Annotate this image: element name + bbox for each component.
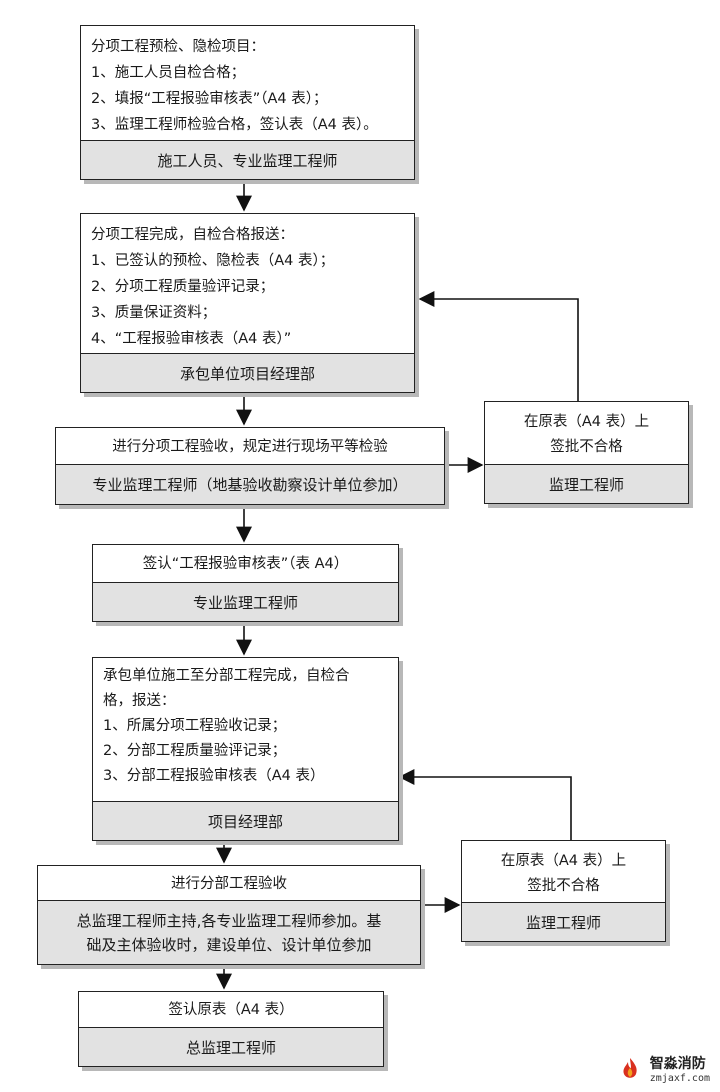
text-line: 2、分项工程质量验评记录； <box>91 279 275 295</box>
step-preinspection-box: 分项工程预检、隐检项目： 1、施工人员自检合格； 2、填报“工程报验审核表”（A… <box>80 25 415 180</box>
reject-subitem-role: 监理工程师 <box>485 464 688 503</box>
step-preinspection-text: 分项工程预检、隐检项目： 1、施工人员自检合格； 2、填报“工程报验审核表”（A… <box>81 26 414 141</box>
text-line: 分项工程预检、隐检项目： <box>91 39 265 55</box>
reject-subitem-text: 在原表（A4 表）上 签批不合格 <box>485 402 688 460</box>
reject-subitem-box: 在原表（A4 表）上 签批不合格 监理工程师 <box>484 401 689 504</box>
step-subitem-report-role: 承包单位项目经理部 <box>81 353 414 392</box>
flame-logo-icon <box>623 1057 637 1078</box>
watermark-en: zmjaxf.com <box>649 1073 710 1084</box>
text-line: 在原表（A4 表）上 <box>500 853 627 869</box>
step-subitem-acceptance-role: 专业监理工程师（地基验收勘察设计单位参加） <box>56 464 444 504</box>
watermark-text: 智淼消防 zmjaxf.com <box>650 1053 710 1084</box>
step-division-report-box: 承包单位施工至分部工程完成，自检合 格，报送： 1、所属分项工程验收记录； 2、… <box>92 657 399 841</box>
step-sign-report-text: 签认“工程报验审核表”（表 A4） <box>142 556 349 572</box>
step-subitem-acceptance-box: 进行分项工程验收，规定进行现场平等检验 专业监理工程师（地基验收勘察设计单位参加… <box>55 427 445 505</box>
reject-division-role: 监理工程师 <box>462 902 665 941</box>
text-line: 2、分部工程质量验评记录； <box>103 743 287 759</box>
text-line: 1、所属分项工程验收记录； <box>103 718 287 734</box>
step-division-report-text: 承包单位施工至分部工程完成，自检合 格，报送： 1、所属分项工程验收记录； 2、… <box>93 658 398 795</box>
watermark-cn: 智淼消防 <box>649 1056 706 1072</box>
reject-division-text: 在原表（A4 表）上 签批不合格 <box>462 841 665 899</box>
step-subitem-acceptance-text: 进行分项工程验收，规定进行现场平等检验 <box>112 439 388 455</box>
reject-division-box: 在原表（A4 表）上 签批不合格 监理工程师 <box>461 840 666 942</box>
text-line: 承包单位施工至分部工程完成，自检合 <box>103 668 350 684</box>
arrow-reject2-return-box5 <box>398 769 572 840</box>
text-line: 签批不合格 <box>550 439 623 455</box>
arrow-reject1-return-box2 <box>418 291 579 401</box>
step-division-acceptance-box: 进行分部工程验收 总监理工程师主持,各专业监理工程师参加。基 础及主体验收时，建… <box>37 865 421 965</box>
text-line: 础及主体验收时，建设单位、设计单位参加 <box>86 935 372 954</box>
step-subitem-report-box: 分项工程完成，自检合格报送： 1、已签认的预检、隐检表（A4 表）； 2、分项工… <box>80 213 415 393</box>
step-division-acceptance-role: 总监理工程师主持,各专业监理工程师参加。基 础及主体验收时，建设单位、设计单位参… <box>38 900 420 964</box>
text-line: 在原表（A4 表）上 <box>523 414 650 430</box>
step-sign-original-box: 签认原表（A4 表） 总监理工程师 <box>78 991 384 1067</box>
text-line: 3、监理工程师检验合格，签认表（A4 表）。 <box>91 117 378 133</box>
step-sign-original-role: 总监理工程师 <box>79 1027 383 1066</box>
step-subitem-report-text: 分项工程完成，自检合格报送： 1、已签认的预检、隐检表（A4 表）； 2、分项工… <box>81 214 414 360</box>
text-line: 格，报送： <box>103 693 176 709</box>
text-line: 1、施工人员自检合格； <box>91 65 246 81</box>
text-line: 3、分部工程报验审核表（A4 表） <box>103 768 325 784</box>
text-line: 总监理工程师主持,各专业监理工程师参加。基 <box>76 911 382 930</box>
text-line: 2、填报“工程报验审核表”（A4 表）； <box>91 91 328 107</box>
text-line: 3、质量保证资料； <box>91 305 217 321</box>
text-line: 1、已签认的预检、隐检表（A4 表）； <box>91 253 335 269</box>
text-line: 分项工程完成，自检合格报送： <box>91 227 294 243</box>
watermark: 智淼消防 zmjaxf.com <box>616 1053 710 1084</box>
text-line: 签批不合格 <box>527 878 600 894</box>
step-sign-original-text: 签认原表（A4 表） <box>168 1002 294 1018</box>
step-sign-report-box: 签认“工程报验审核表”（表 A4） 专业监理工程师 <box>92 544 399 622</box>
step-division-report-role: 项目经理部 <box>93 801 398 840</box>
step-division-acceptance-text: 进行分部工程验收 <box>171 876 287 892</box>
text-line: 4、“工程报验审核表（A4 表）” <box>91 331 292 347</box>
step-preinspection-role: 施工人员、专业监理工程师 <box>81 140 414 179</box>
step-sign-report-role: 专业监理工程师 <box>93 582 398 621</box>
